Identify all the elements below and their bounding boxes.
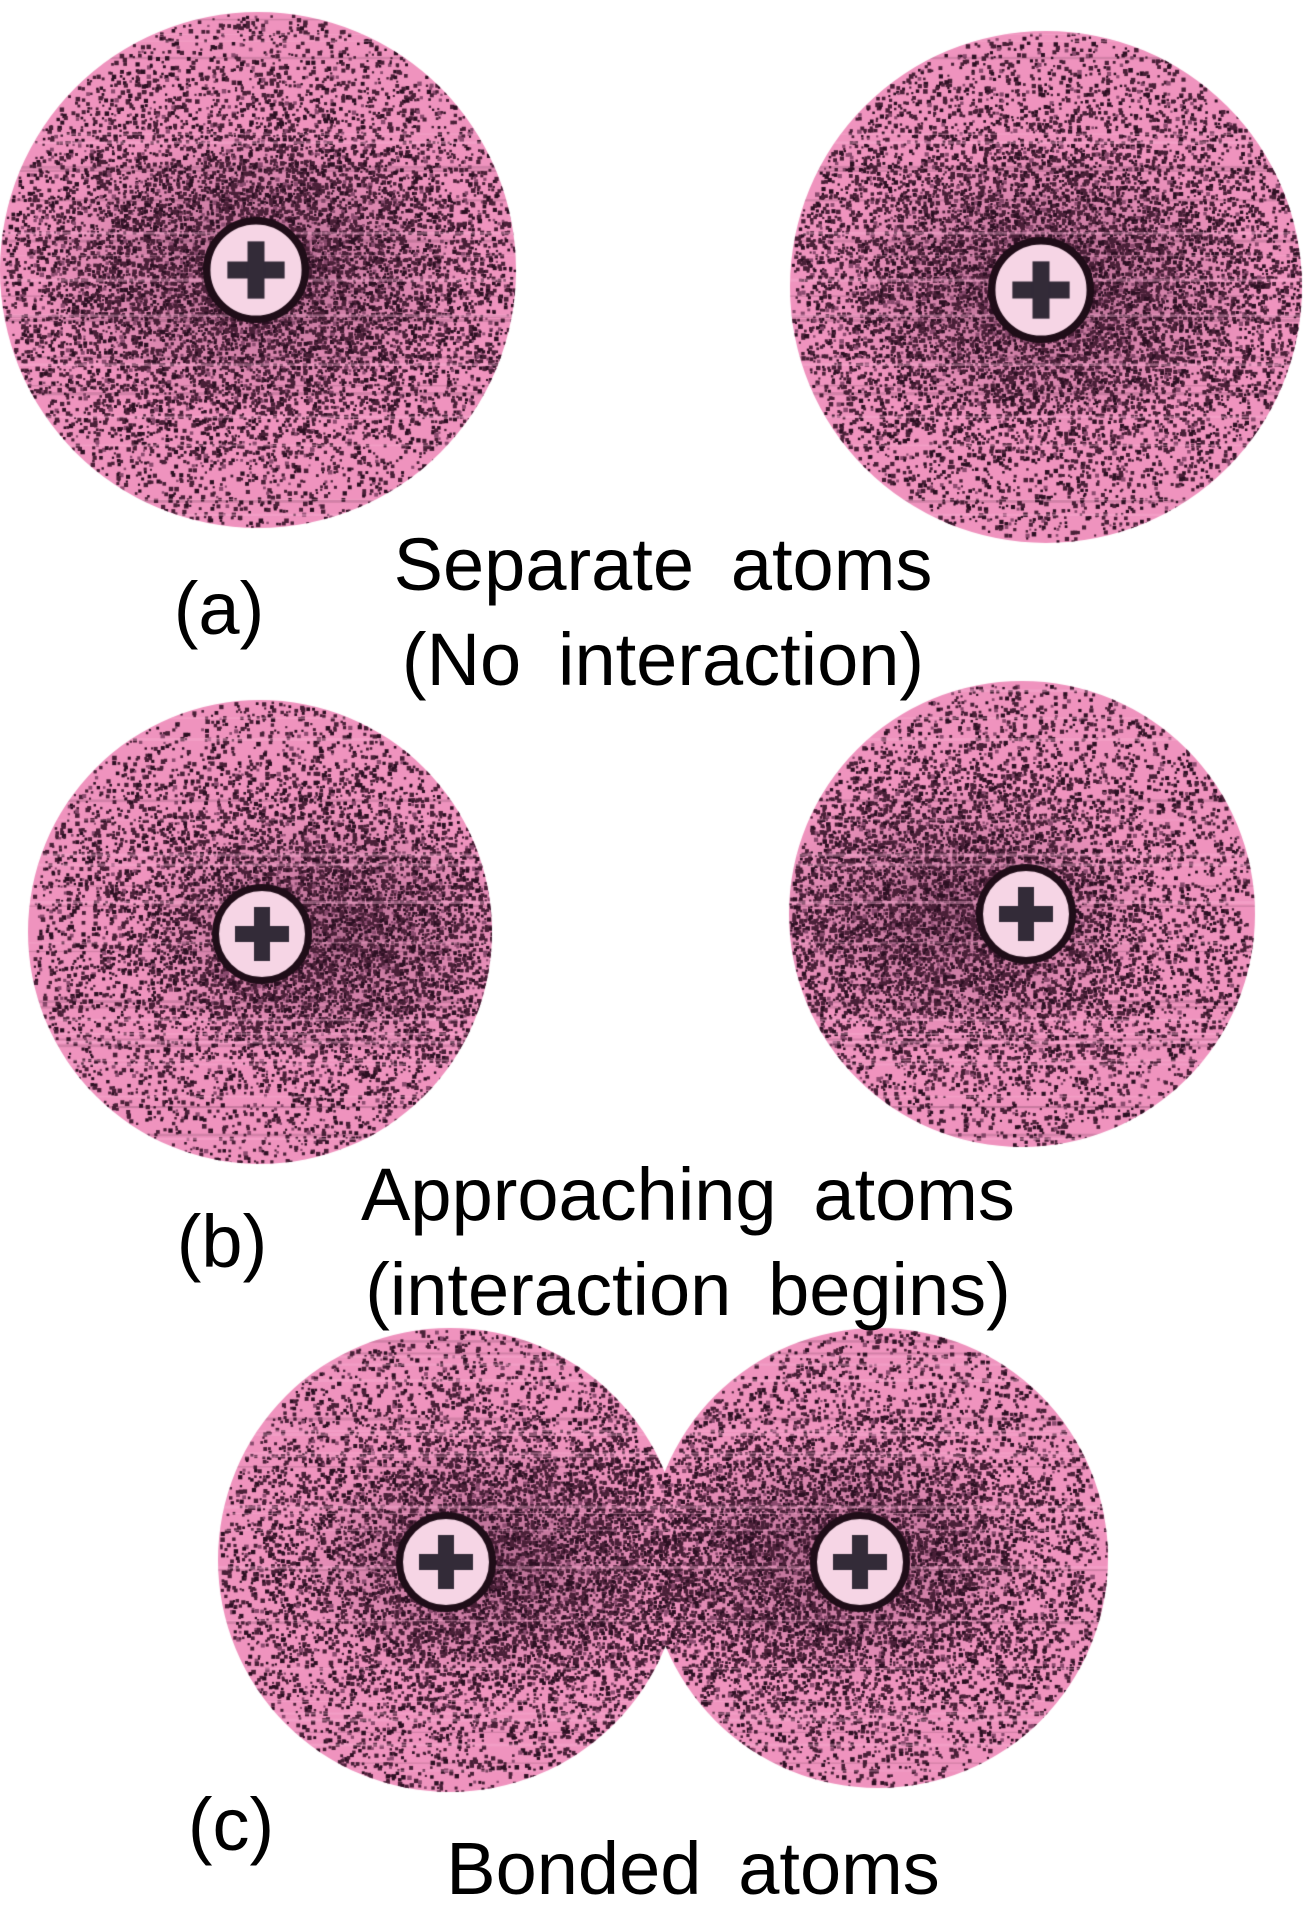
caption-approaching-atoms: Approaching atoms (interaction begins): [361, 1148, 1015, 1337]
panel-label-a: (a): [173, 567, 265, 650]
caption-separate-atoms: Separate atoms (No interaction): [394, 518, 933, 707]
caption-bonded-atoms: Bonded atoms: [446, 1822, 940, 1917]
caption-b-line2: (interaction begins): [365, 1247, 1011, 1331]
panel-label-b: (b): [176, 1200, 268, 1283]
caption-a-line2: (No interaction): [401, 617, 925, 701]
caption-a-line1: Separate atoms: [393, 523, 933, 606]
caption-c-line1: Bonded atoms: [446, 1827, 940, 1910]
panel-label-c: (c): [187, 1783, 275, 1866]
caption-b-line1: Approaching atoms: [361, 1153, 1015, 1236]
